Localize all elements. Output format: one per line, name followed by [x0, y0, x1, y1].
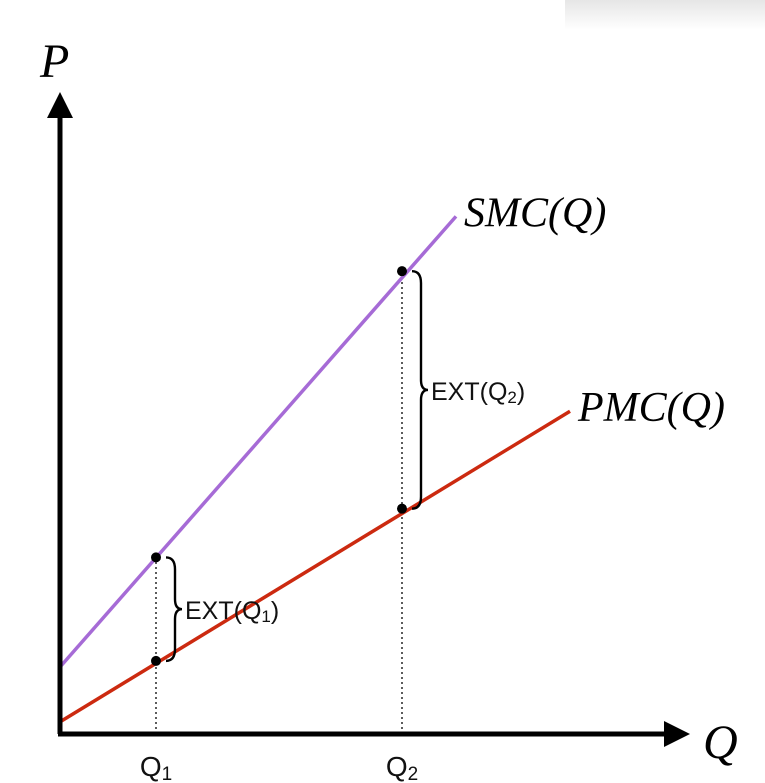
- data-point-3: [397, 266, 407, 277]
- y-axis-label: P: [39, 35, 69, 88]
- series-label-2: PMC(Q): [577, 385, 725, 431]
- guide-lines: [155, 271, 403, 734]
- series-lines: [58, 215, 571, 724]
- x-axis-label: Q: [703, 716, 738, 769]
- tick-label-1: Q1: [140, 751, 172, 783]
- brace-2: [411, 269, 429, 510]
- annotation-2: EXT(Q2): [431, 378, 525, 407]
- series-label-1: SMC(Q): [464, 190, 606, 236]
- brace-1: [165, 556, 183, 663]
- tick-label-2: Q2: [386, 751, 418, 783]
- annotation-1: EXT(Q1): [185, 597, 279, 626]
- x-axis-arrow: [664, 721, 690, 747]
- data-points: [151, 266, 407, 666]
- y-axis-arrow: [47, 92, 73, 118]
- data-point-2: [151, 655, 161, 666]
- data-point-4: [397, 503, 407, 514]
- corner-shadow: [565, 0, 765, 30]
- data-point-1: [151, 552, 161, 563]
- axes: [47, 92, 690, 747]
- chart-text: SMC(Q) PMC(Q) EXT(Q1) EXT(Q2) Q1 Q2: [140, 190, 725, 783]
- braces: [165, 269, 429, 663]
- series-line-1: [58, 215, 458, 669]
- series-line-2: [59, 409, 571, 724]
